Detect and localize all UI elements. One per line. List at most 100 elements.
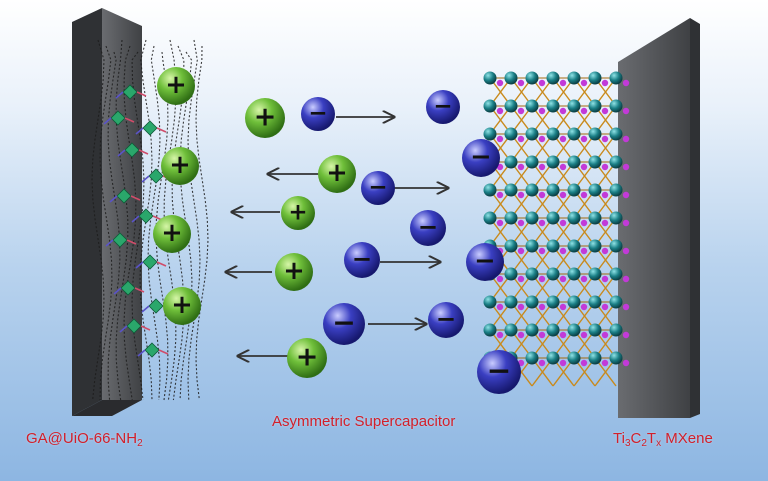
ti-atom (588, 211, 602, 225)
ti-atom (609, 323, 623, 337)
ti-atom (546, 211, 560, 225)
graphene-strand (115, 39, 129, 401)
minus-sign: − (474, 246, 495, 276)
termination-atom (559, 359, 567, 367)
termination-atom (622, 219, 630, 227)
mxene-lattice (483, 71, 630, 387)
ti-atom (609, 155, 623, 169)
plus-sign: + (288, 199, 307, 225)
ti-atom (588, 183, 602, 197)
termination-atom (538, 163, 546, 171)
ti-atom (504, 323, 518, 337)
ti-atom (546, 239, 560, 253)
ti-atom (525, 127, 539, 141)
ti-atom (504, 155, 518, 169)
termination-atom (496, 79, 504, 87)
mof-unit (144, 342, 160, 358)
termination-atom (622, 79, 630, 87)
termination-atom (622, 303, 630, 311)
ti-atom (567, 127, 581, 141)
ti-atom (546, 155, 560, 169)
mof-linker (158, 349, 169, 355)
cation-ion: + (153, 215, 191, 253)
minus-sign: − (368, 174, 387, 200)
termination-atom (601, 135, 609, 143)
plus-sign: + (169, 150, 190, 180)
ti-atom (567, 99, 581, 113)
ti-atom (567, 155, 581, 169)
termination-atom (559, 331, 567, 339)
termination-atom (622, 135, 630, 143)
mof-linker (136, 91, 147, 97)
ti-atom (567, 323, 581, 337)
cation-sphere (161, 147, 199, 185)
termination-atom (601, 79, 609, 87)
anion-ion: − (477, 350, 521, 394)
minus-sign: − (470, 142, 491, 172)
ti-atom (609, 239, 623, 253)
cation-ion: + (157, 67, 195, 105)
cation-sphere (163, 287, 201, 325)
termination-atom (622, 359, 630, 367)
ti-atom (525, 211, 539, 225)
mof-unit (124, 142, 140, 158)
anion-ion: − (462, 139, 500, 177)
ti-atom (546, 71, 560, 85)
termination-atom (559, 135, 567, 143)
termination-atom (622, 247, 630, 255)
ti-atom (567, 71, 581, 85)
graphene-strand (187, 39, 201, 401)
ion-migration-arrows (226, 117, 448, 356)
termination-atom (580, 191, 588, 199)
termination-atom (559, 107, 567, 115)
mof-unit (120, 280, 136, 296)
ti-atom (609, 267, 623, 281)
ti-atom (609, 351, 623, 365)
mof-linker (141, 175, 150, 183)
termination-atom (538, 135, 546, 143)
mof-linker (156, 127, 167, 133)
cation-ion: + (318, 155, 356, 193)
ti-atom (588, 155, 602, 169)
mof-linker (141, 305, 150, 313)
cation-sphere (281, 196, 315, 230)
graphene-strand (195, 45, 209, 401)
mof-linker (113, 287, 122, 295)
termination-atom (580, 331, 588, 339)
termination-atom (496, 135, 504, 143)
ti-atom (609, 295, 623, 309)
mof-linker (140, 325, 151, 331)
termination-atom (580, 79, 588, 87)
ti-atom (525, 99, 539, 113)
termination-atom (559, 247, 567, 255)
termination-atom (517, 191, 525, 199)
termination-atom (601, 247, 609, 255)
left-electrode-label: GA@UiO-66-NH2 (26, 430, 143, 449)
termination-atom (601, 219, 609, 227)
termination-atom (580, 359, 588, 367)
cation-ion: + (287, 338, 327, 378)
termination-atom (580, 107, 588, 115)
mof-unit (110, 110, 126, 126)
mof-linker (130, 195, 141, 201)
anion-ion: − (410, 210, 446, 246)
ti-atom (588, 71, 602, 85)
minus-sign: − (487, 353, 512, 388)
ti-atom (609, 99, 623, 113)
ti-atom (504, 127, 518, 141)
termination-atom (601, 107, 609, 115)
termination-atom (580, 275, 588, 283)
termination-atom (538, 191, 546, 199)
ti-atom (483, 211, 497, 225)
termination-atom (517, 275, 525, 283)
ti-atom (504, 99, 518, 113)
ti-atom (483, 127, 497, 141)
ti-atom (525, 183, 539, 197)
termination-atom (517, 107, 525, 115)
ti-atom (546, 351, 560, 365)
minus-sign: − (352, 244, 372, 273)
mof-unit (126, 318, 142, 334)
mof-unit (142, 254, 158, 270)
ti-atom (504, 239, 518, 253)
termination-atom (601, 163, 609, 171)
